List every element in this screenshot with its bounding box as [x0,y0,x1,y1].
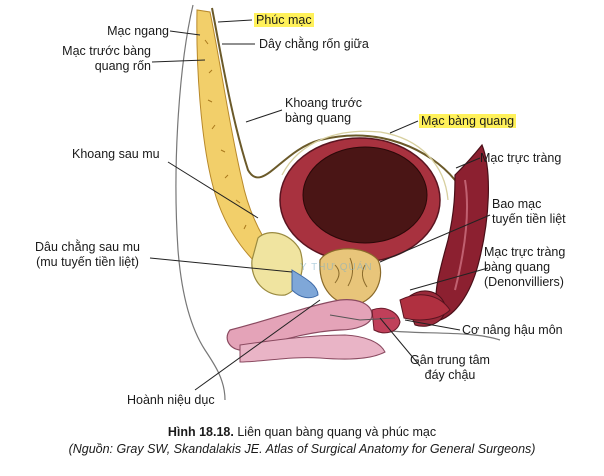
label-denonvilliers-fascia: Mạc trực tràng bàng quang (Denonvilliers… [484,245,566,289]
label-peritoneum: Phúc mạc [254,13,314,27]
rectum [435,143,489,321]
label-prevesical-umbilical: Mạc trước bàng quang rốn [62,44,151,73]
levator-ani [399,294,451,321]
label-prevesical-space: Khoang trước bàng quang [285,96,363,125]
label-median-umbilical-ligament: Dây chằng rốn giữa [259,37,369,51]
retropubic-blue [291,269,319,299]
figure-title: Liên quan bàng quang và phúc mạc [237,425,437,439]
body-outline [175,4,226,401]
figure-source: (Nguồn: Gray SW, Skandalakis JE. Atlas o… [68,442,536,456]
prostate [319,248,382,306]
label-levator-ani: Cơ nâng hậu môn [462,323,563,337]
bladder-lumen [302,146,428,244]
figure-caption: Hình 18.18. Liên quan bàng quang và phúc… [0,424,604,440]
label-muscle-fascia: Mạc ngang [107,24,169,38]
leader-lines [149,19,491,391]
figure-number: Hình 18.18. [167,425,234,439]
label-vesical-fascia: Mạc bàng quang [419,114,517,128]
bulb [371,307,401,334]
label-urogenital-diaphragm: Hoành niệu dục [127,393,215,407]
label-retropubic-space: Khoang sau mu [72,147,160,161]
vesical-fascia-line [281,130,449,201]
label-prostatic-sheath: Bao mạc tuyến tiền liệt [492,197,566,226]
urethra-2 [239,334,386,363]
label-puboprostatic-ligament: Dâu chằng sau mu (mu tuyến tiền liệt) [35,240,140,269]
perineum-outline [379,329,501,341]
rectum-inner [454,179,468,291]
watermark: Y THƯ QUÁN [300,262,373,273]
perineal-body-line [329,314,396,321]
label-perineal-body: Gân trung tâm đáy chậu [410,353,490,382]
label-rectal-fascia: Mạc trực tràng [480,151,562,165]
prostate-lobes [334,257,368,288]
